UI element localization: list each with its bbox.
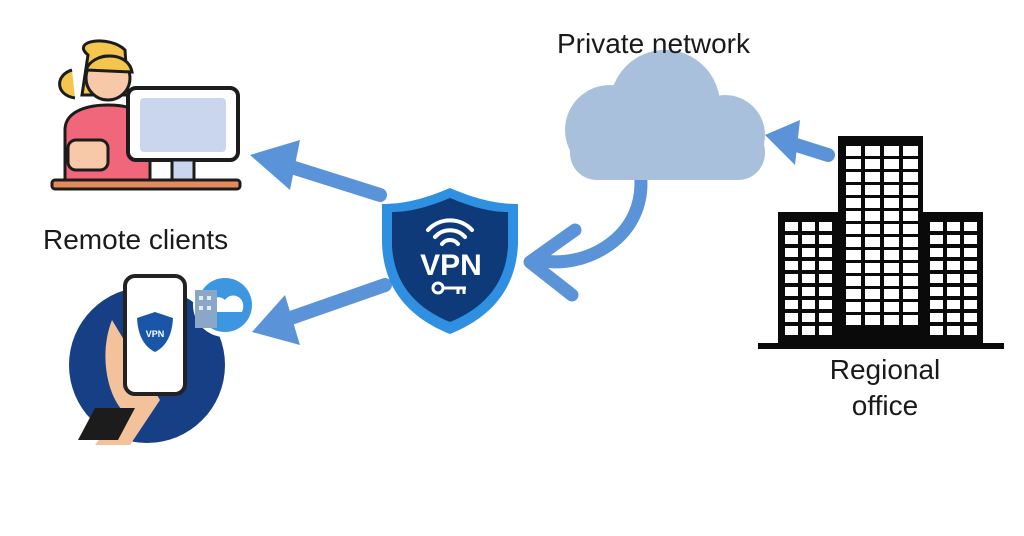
phone-badge-text: VPN — [146, 329, 165, 339]
vpn-badge-text: VPN — [420, 249, 482, 282]
user-computer-icon — [50, 39, 242, 191]
arrow-to-desktop — [250, 140, 387, 202]
regional-office-label: Regional office — [829, 354, 941, 422]
phone-vpn-icon: VPN — [69, 273, 257, 445]
arrow-to-phone — [252, 278, 392, 345]
building-icon — [758, 136, 1004, 349]
private-network-label: Private network — [557, 28, 750, 59]
arrow-building-to-cloud — [765, 120, 835, 165]
vpn-shield-icon: VPN — [382, 188, 518, 334]
cloud-icon — [565, 50, 765, 180]
remote-clients-label: Remote clients — [43, 224, 229, 255]
arrow-cloud-to-vpn — [523, 163, 648, 302]
